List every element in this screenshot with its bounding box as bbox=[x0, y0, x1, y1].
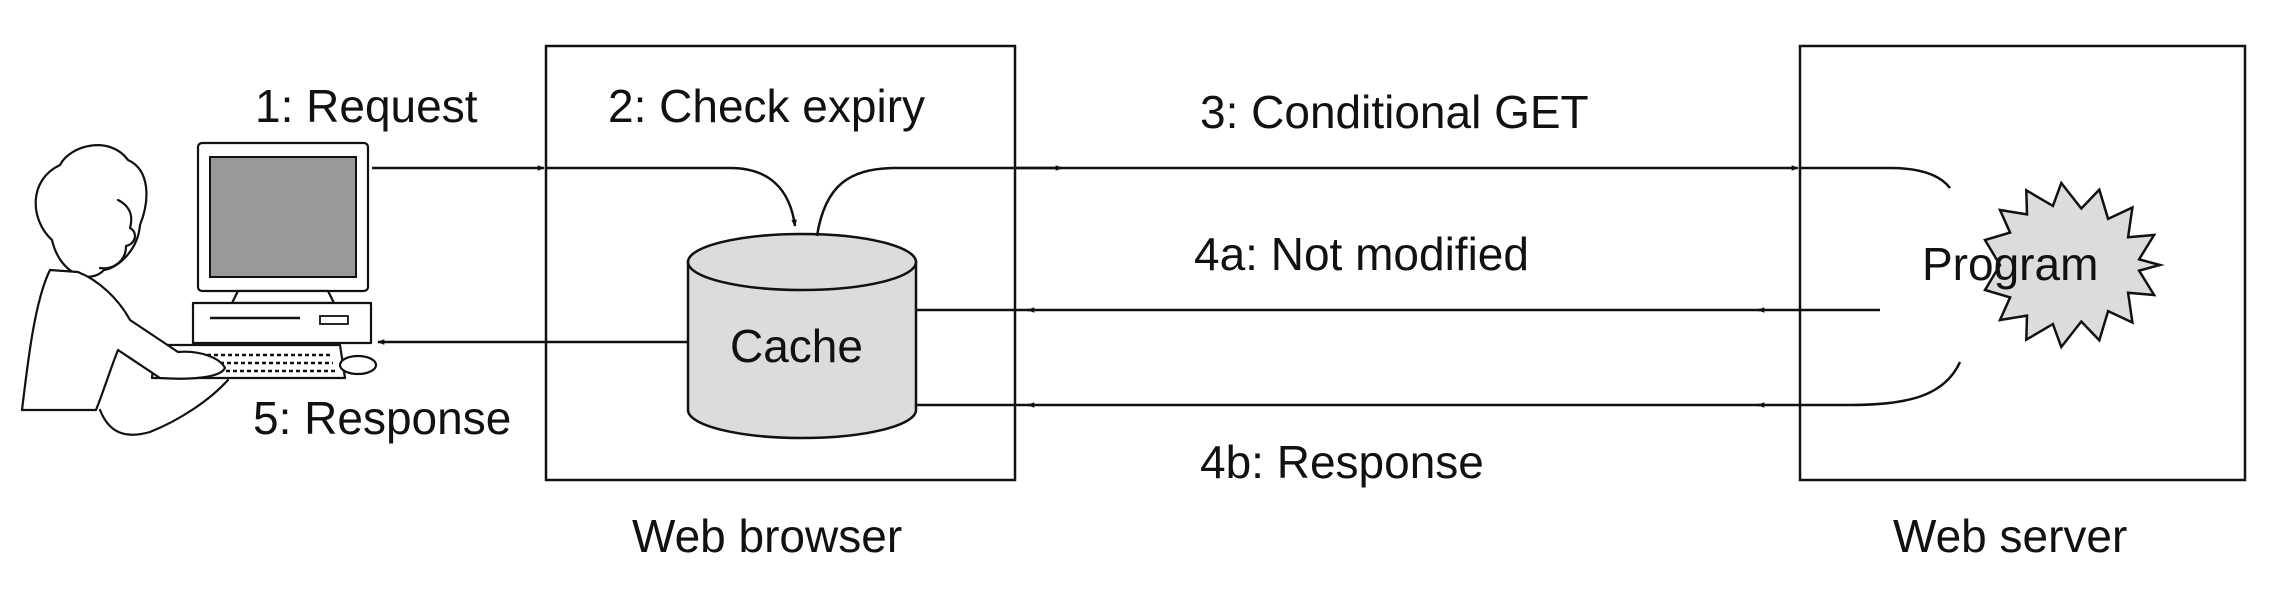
web-server-box bbox=[1798, 44, 2247, 482]
web-browser-label: Web browser bbox=[632, 510, 902, 562]
cache-cylinder-icon bbox=[686, 232, 918, 440]
check-expiry-label: 2: Check expiry bbox=[608, 80, 925, 132]
response-4b-arrow-1 bbox=[1757, 361, 1962, 408]
response-4b-label: 4b: Response bbox=[1200, 436, 1484, 488]
cache-label: Cache bbox=[730, 320, 863, 372]
conditional-get-arrow-3 bbox=[1800, 166, 1951, 189]
response-5-label: 5: Response bbox=[253, 392, 511, 444]
web-server-label: Web server bbox=[1893, 510, 2127, 562]
program-label: Program bbox=[1922, 238, 2098, 290]
conditional-get-arrow bbox=[815, 166, 1062, 237]
person-at-computer-icon bbox=[20, 141, 378, 436]
program-starburst-icon bbox=[1983, 180, 2165, 350]
check-expiry-arrow bbox=[546, 166, 797, 227]
conditional-get-label: 3: Conditional GET bbox=[1200, 86, 1589, 138]
web-browser-box bbox=[544, 44, 1017, 482]
not-modified-label: 4a: Not modified bbox=[1194, 228, 1529, 280]
request-label: 1: Request bbox=[255, 80, 478, 132]
